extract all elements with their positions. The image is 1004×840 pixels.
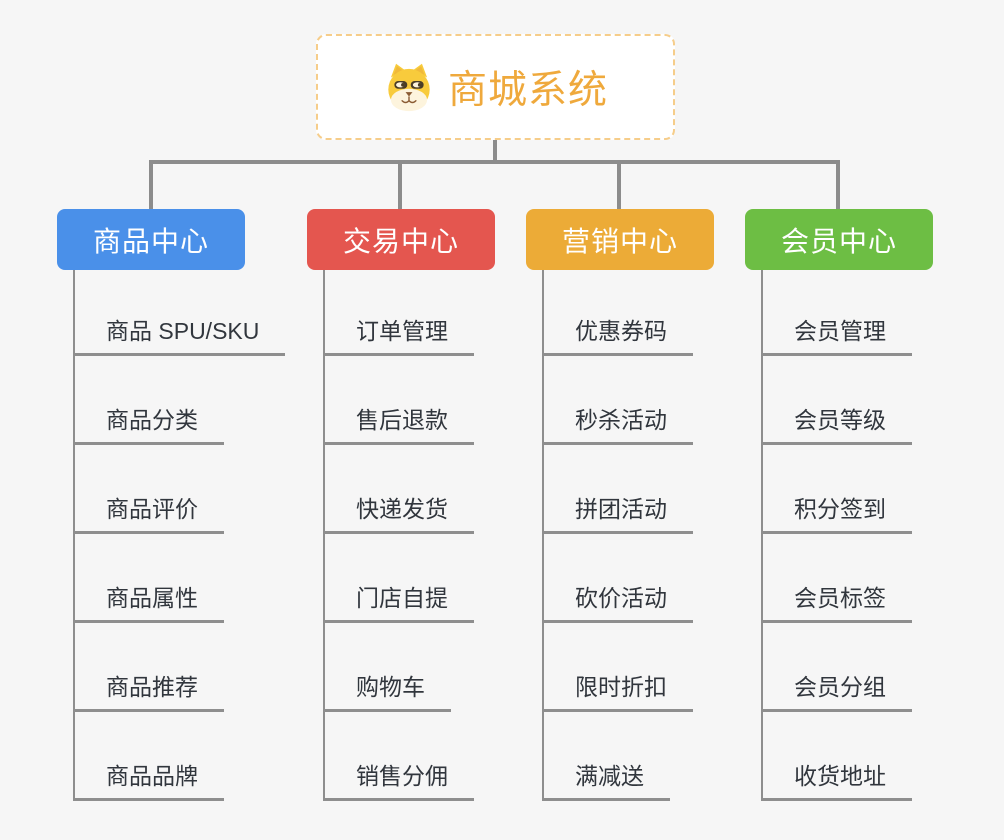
mindmap-item[interactable]: 商品属性 [75,534,224,623]
branch-children: 优惠券码 秒杀活动 拼团活动 砍价活动 限时折扣 满减送 [542,270,714,801]
branch-header-product-center[interactable]: 商品中心 [57,209,245,270]
branch-trade-center: 交易中心 订单管理 售后退款 快递发货 门店自提 购物车 销售分佣 [307,209,495,801]
mindmap-item[interactable]: 订单管理 [325,270,474,356]
mindmap-item[interactable]: 购物车 [325,623,451,712]
branch-children: 商品 SPU/SKU 商品分类 商品评价 商品属性 商品推荐 商品品牌 [73,270,286,801]
root-title: 商城系统 [447,69,608,112]
branch-header-member-center[interactable]: 会员中心 [745,209,933,270]
branch-label: 交易中心 [342,225,459,257]
branch-drop-line-1 [149,160,153,209]
branch-header-marketing-center[interactable]: 营销中心 [526,209,714,270]
mindmap-item[interactable]: 快递发货 [325,445,474,534]
mindmap-item[interactable]: 商品分类 [75,356,224,445]
branch-member-center: 会员中心 会员管理 会员等级 积分签到 会员标签 会员分组 收货地址 [745,209,933,801]
dog-face-icon [388,63,430,112]
branch-drop-line-3 [617,160,621,209]
root-connector-line [493,140,497,161]
mindmap-item[interactable]: 砍价活动 [544,534,693,623]
mindmap-item[interactable]: 销售分佣 [325,712,474,801]
mindmap-item[interactable]: 收货地址 [763,712,912,801]
mindmap-item[interactable]: 售后退款 [325,356,474,445]
branch-label: 商品中心 [92,225,209,257]
branch-header-trade-center[interactable]: 交易中心 [307,209,495,270]
branch-drop-line-4 [836,160,840,209]
mindmap-item[interactable]: 限时折扣 [544,623,693,712]
mindmap-item[interactable]: 会员等级 [763,356,912,445]
root-node[interactable]: 商城系统 [316,34,675,140]
branch-bus-line [149,160,840,164]
mindmap-item[interactable]: 秒杀活动 [544,356,693,445]
mindmap-item[interactable]: 商品评价 [75,445,224,534]
branch-drop-line-2 [398,160,402,209]
mindmap-item[interactable]: 会员标签 [763,534,912,623]
branch-children: 会员管理 会员等级 积分签到 会员标签 会员分组 收货地址 [761,270,933,801]
mindmap-item[interactable]: 拼团活动 [544,445,693,534]
branch-children: 订单管理 售后退款 快递发货 门店自提 购物车 销售分佣 [323,270,495,801]
mindmap-item[interactable]: 满减送 [544,712,670,801]
mindmap-item[interactable]: 会员分组 [763,623,912,712]
mindmap-item[interactable]: 商品推荐 [75,623,224,712]
mindmap-item[interactable]: 会员管理 [763,270,912,356]
mindmap-item[interactable]: 商品 SPU/SKU [75,270,286,356]
mindmap-item[interactable]: 优惠券码 [544,270,693,356]
mindmap-item[interactable]: 积分签到 [763,445,912,534]
mindmap-item[interactable]: 门店自提 [325,534,474,623]
mindmap-item[interactable]: 商品品牌 [75,712,224,801]
branch-label: 会员中心 [780,225,897,257]
branch-label: 营销中心 [561,225,678,257]
branch-product-center: 商品中心 商品 SPU/SKU 商品分类 商品评价 商品属性 商品推荐 商品品牌 [57,209,286,801]
branch-marketing-center: 营销中心 优惠券码 秒杀活动 拼团活动 砍价活动 限时折扣 满减送 [526,209,714,801]
